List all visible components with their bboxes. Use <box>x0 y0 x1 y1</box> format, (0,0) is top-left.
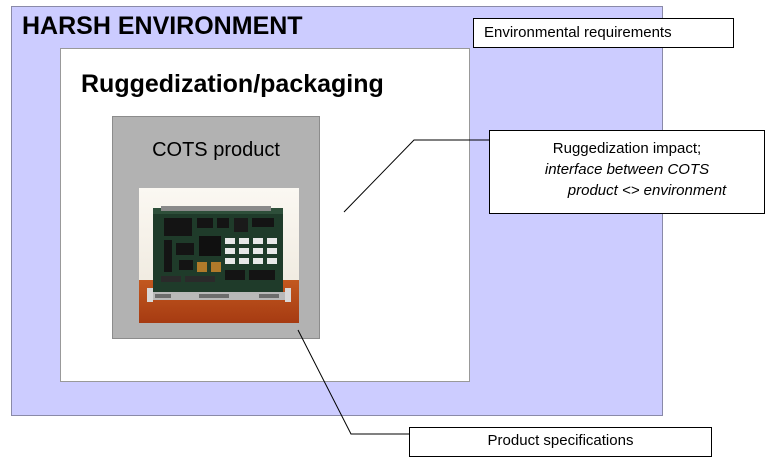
environmental-requirements-callout: Environmental requirements <box>473 18 734 48</box>
ruggedization-impact-callout: Ruggedization impact; interface between … <box>489 130 765 214</box>
cots-product-title: COTS product <box>152 139 280 161</box>
specs-leader-line <box>297 329 409 435</box>
harsh-environment-title: HARSH ENVIRONMENT <box>22 12 303 40</box>
ruggedization-impact-line2: interface between COTS <box>544 161 710 178</box>
circuit-board-photo <box>139 188 299 323</box>
ruggedization-impact-line3: product <> environment <box>567 182 727 199</box>
impact-leader-line <box>343 139 489 213</box>
ruggedization-impact-line1: Ruggedization impact; <box>552 140 702 157</box>
circuit-board-illustration <box>139 188 299 323</box>
ruggedization-packaging-title: Ruggedization/packaging <box>81 70 384 98</box>
